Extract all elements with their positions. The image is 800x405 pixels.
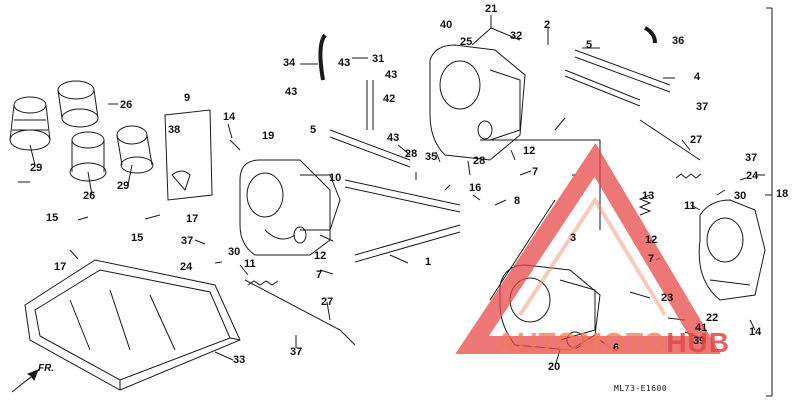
part-label-24: 24 xyxy=(746,170,759,182)
cable-27-top xyxy=(639,119,701,161)
part-label-12: 12 xyxy=(523,145,536,157)
part-label-15: 15 xyxy=(131,232,144,244)
part-label-12: 12 xyxy=(314,250,327,262)
air-funnel-26-bottom xyxy=(69,131,107,182)
link-rod-5-right xyxy=(574,49,671,93)
part-label-17: 17 xyxy=(54,261,67,273)
part-label-31: 31 xyxy=(372,53,385,65)
air-chamber-33 xyxy=(24,259,241,391)
part-label-12: 12 xyxy=(645,234,658,246)
cable-27-bottom xyxy=(244,279,356,346)
part-label-7: 7 xyxy=(532,166,539,178)
part-label-41: 41 xyxy=(695,322,708,334)
part-label-38: 38 xyxy=(168,124,181,136)
part-label-21: 21 xyxy=(485,3,498,15)
air-funnel-29-left xyxy=(9,96,51,151)
part-label-39: 39 xyxy=(693,335,706,347)
part-label-27: 27 xyxy=(321,296,334,308)
part-label-7: 7 xyxy=(316,269,323,281)
watermark-text: AUTOMOTOHUB xyxy=(496,327,730,359)
part-label-11: 11 xyxy=(244,258,256,270)
part-label-5: 5 xyxy=(586,39,593,51)
part-label-5: 5 xyxy=(310,124,317,136)
part-label-37: 37 xyxy=(696,101,709,113)
part-label-37: 37 xyxy=(181,235,194,247)
part-label-4: 4 xyxy=(694,71,701,83)
watermark-part2: HUB xyxy=(666,327,730,358)
part-label-20: 20 xyxy=(548,361,561,373)
part-label-11: 11 xyxy=(684,200,696,212)
part-label-43: 43 xyxy=(387,132,400,144)
part-label-25: 25 xyxy=(460,36,473,48)
part-label-3: 3 xyxy=(570,232,577,244)
link-rod-10 xyxy=(344,179,461,213)
part-label-16: 16 xyxy=(469,182,482,194)
part-label-19: 19 xyxy=(262,130,275,142)
diagram-code: ML73-E1600 xyxy=(614,384,668,393)
part-label-13: 13 xyxy=(642,190,655,202)
cable-3 xyxy=(480,139,601,301)
part-label-15: 15 xyxy=(46,212,59,224)
part-label-35: 35 xyxy=(425,151,438,163)
air-funnel-26-top xyxy=(57,80,99,128)
part-label-37: 37 xyxy=(745,152,758,164)
part-label-43: 43 xyxy=(338,57,351,69)
part-label-22: 22 xyxy=(706,312,719,324)
part-label-43: 43 xyxy=(285,86,298,98)
part-label-1: 1 xyxy=(425,256,432,268)
pipe-36 xyxy=(644,26,657,44)
part-label-14: 14 xyxy=(749,326,762,338)
part-label-36: 36 xyxy=(672,35,685,47)
part-label-14: 14 xyxy=(223,111,236,123)
spring-11-left xyxy=(247,280,279,286)
part-label-30: 30 xyxy=(228,246,241,258)
part-label-9: 9 xyxy=(184,92,191,104)
front-arrow xyxy=(11,369,39,393)
part-label-33: 33 xyxy=(233,354,246,366)
part-label-10: 10 xyxy=(329,172,342,184)
carburetor-19 xyxy=(239,159,341,256)
spring-11-right xyxy=(675,173,702,179)
front-direction-label: FR. xyxy=(38,363,55,374)
part-label-26: 26 xyxy=(120,99,133,111)
part-label-29: 29 xyxy=(117,180,130,192)
part-label-26: 26 xyxy=(83,190,96,202)
watermark-logo xyxy=(455,143,721,354)
part-label-17: 17 xyxy=(186,213,199,225)
part-label-32: 32 xyxy=(510,30,523,42)
pipe-34 xyxy=(318,33,327,81)
part-label-8: 8 xyxy=(514,195,521,207)
part-label-37: 37 xyxy=(290,346,303,358)
part-label-28: 28 xyxy=(473,155,486,167)
part-label-28: 28 xyxy=(405,148,418,160)
part-label-6: 6 xyxy=(613,342,620,354)
link-rod-4 xyxy=(564,69,641,107)
part-label-2: 2 xyxy=(544,19,551,31)
part-label-24: 24 xyxy=(180,261,193,273)
part-label-29: 29 xyxy=(30,162,43,174)
carburetor-18 xyxy=(698,199,766,301)
air-funnel-29-right xyxy=(116,125,154,174)
part-label-27: 27 xyxy=(690,134,703,146)
part-label-42: 42 xyxy=(383,93,396,105)
part-label-23: 23 xyxy=(661,292,674,304)
part-label-40: 40 xyxy=(440,19,453,31)
part-label-7: 7 xyxy=(648,253,655,265)
link-rod-5-left xyxy=(329,129,411,168)
link-rod-1 xyxy=(354,224,461,263)
pipe-42 xyxy=(366,80,374,130)
spring-13 xyxy=(638,194,652,216)
carburetor-21 xyxy=(429,44,526,161)
part-label-34: 34 xyxy=(283,57,296,69)
kit-box-9 xyxy=(164,109,213,201)
part-label-18: 18 xyxy=(776,188,789,200)
part-label-43: 43 xyxy=(385,69,398,81)
watermark-part1: AUTOMOTO xyxy=(496,327,667,358)
part-label-30: 30 xyxy=(734,190,747,202)
